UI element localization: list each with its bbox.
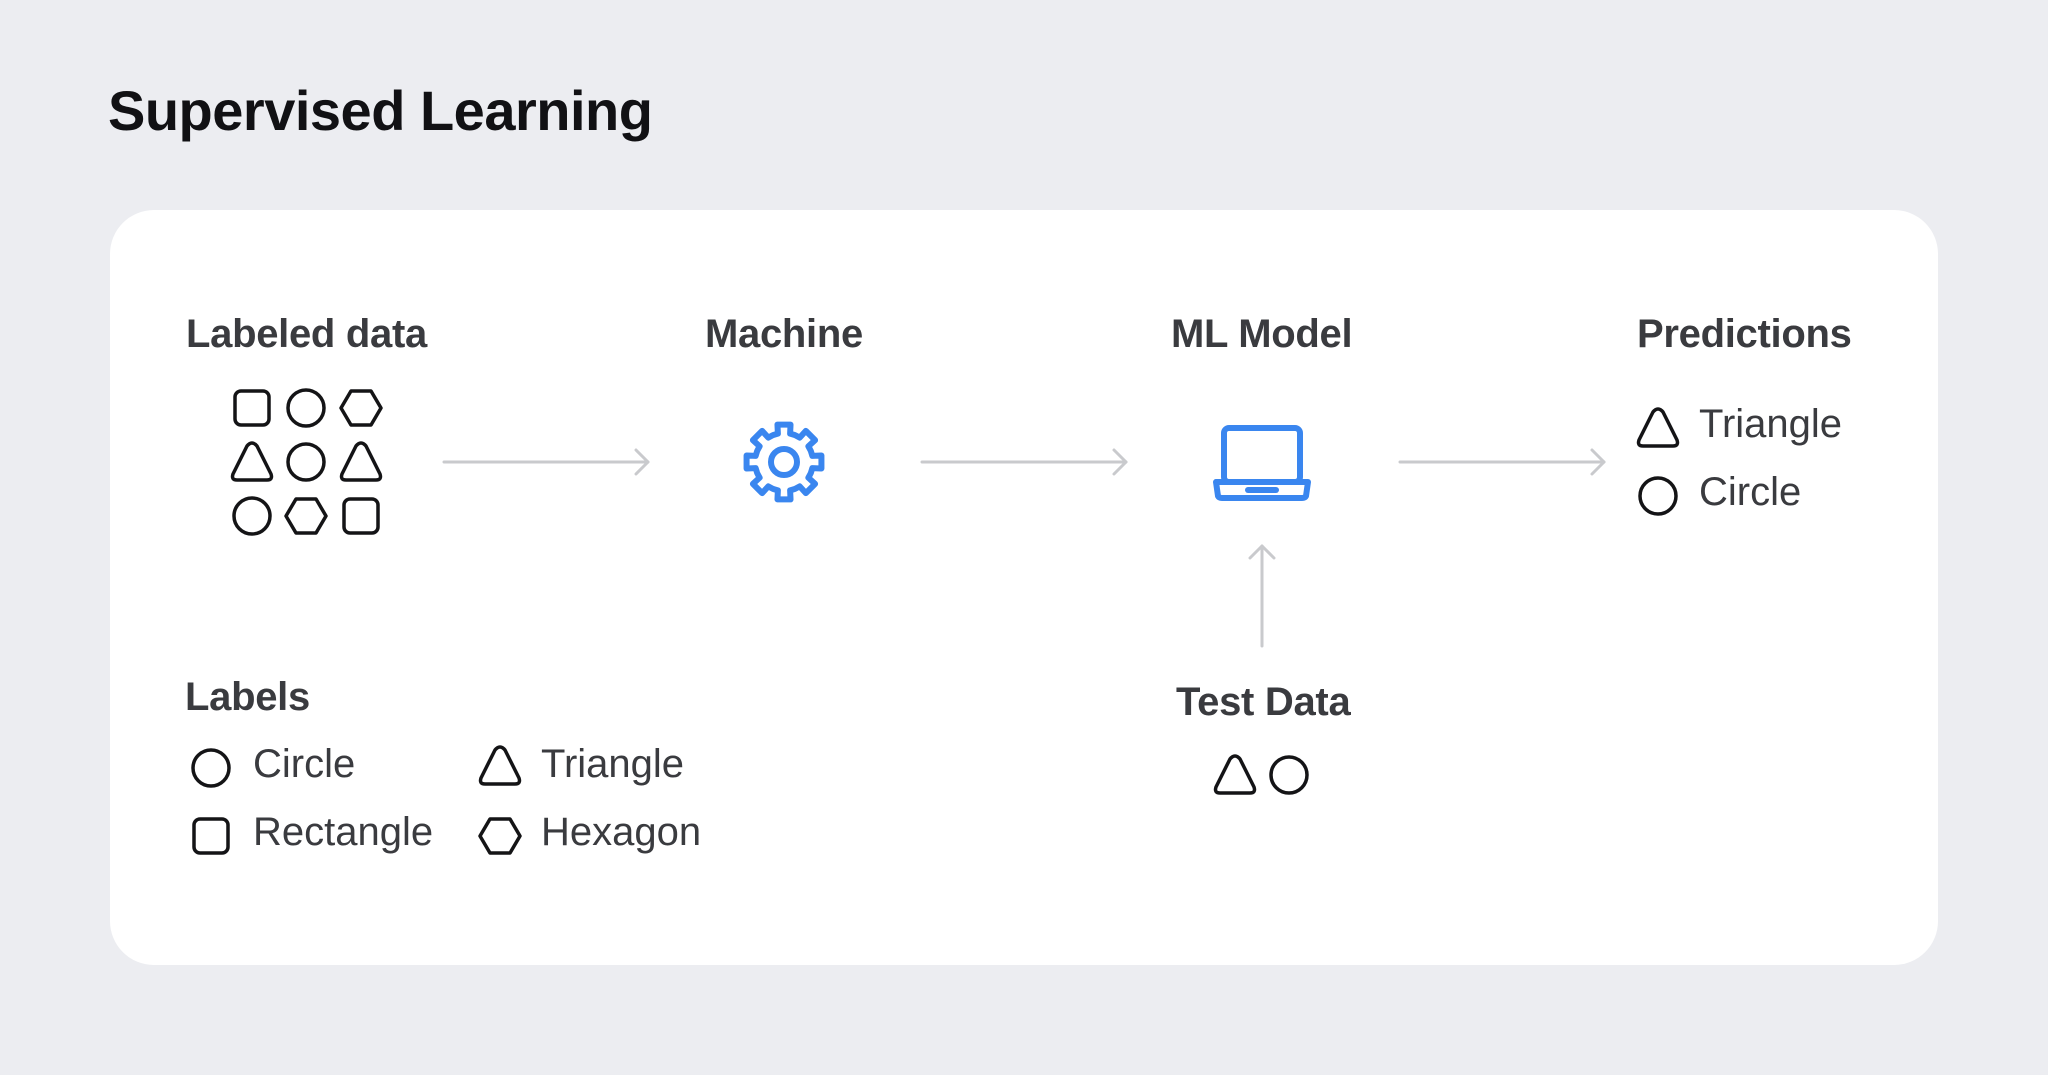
circle-icon bbox=[286, 388, 326, 428]
hexagon-icon bbox=[478, 817, 522, 855]
ml-model-heading: ML Model bbox=[1171, 312, 1353, 356]
rectangle-icon bbox=[233, 389, 271, 427]
circle-icon bbox=[232, 496, 272, 536]
circle-icon bbox=[286, 442, 326, 482]
predictions-heading: Predictions bbox=[1637, 312, 1852, 356]
test-data-heading: Test Data bbox=[1176, 680, 1351, 724]
gear-outline bbox=[743, 421, 825, 503]
hexagon-icon bbox=[284, 497, 328, 535]
gear-icon bbox=[743, 421, 825, 503]
triangle-icon bbox=[478, 745, 522, 786]
labels-heading: Labels bbox=[185, 675, 310, 719]
legend-label-triangle: Triangle bbox=[541, 742, 685, 786]
triangle-icon bbox=[1636, 407, 1680, 448]
arrow-data-to-machine bbox=[442, 448, 650, 476]
triangle-icon bbox=[339, 441, 383, 482]
labeled-data-grid bbox=[230, 388, 383, 536]
circle-icon bbox=[1269, 755, 1309, 795]
page-title: Supervised Learning bbox=[108, 79, 653, 142]
triangle-icon bbox=[230, 441, 274, 482]
circle-icon bbox=[191, 748, 231, 788]
legend-label-circle: Circle bbox=[253, 742, 356, 786]
legend-label-rectangle: Rectangle bbox=[253, 810, 434, 854]
diagram-card: Labeled data Machine ML Model Prediction… bbox=[110, 210, 1938, 965]
arrow-model-to-predictions bbox=[1398, 448, 1606, 476]
rectangle-icon bbox=[342, 497, 380, 535]
hexagon-icon bbox=[339, 389, 383, 427]
laptop-icon bbox=[1213, 425, 1311, 501]
machine-heading: Machine bbox=[705, 312, 863, 356]
diagram-graphics bbox=[191, 388, 1680, 855]
arrow-machine-to-model bbox=[920, 448, 1128, 476]
rectangle-icon bbox=[192, 817, 230, 855]
labeled-data-heading: Labeled data bbox=[186, 312, 427, 356]
triangle-icon bbox=[1213, 754, 1257, 795]
prediction-label-circle: Circle bbox=[1699, 470, 1802, 514]
prediction-label-triangle: Triangle bbox=[1699, 402, 1843, 446]
legend-label-hexagon: Hexagon bbox=[541, 810, 702, 854]
arrow-test-data-to-model bbox=[1248, 544, 1276, 648]
circle-icon bbox=[1638, 476, 1678, 516]
